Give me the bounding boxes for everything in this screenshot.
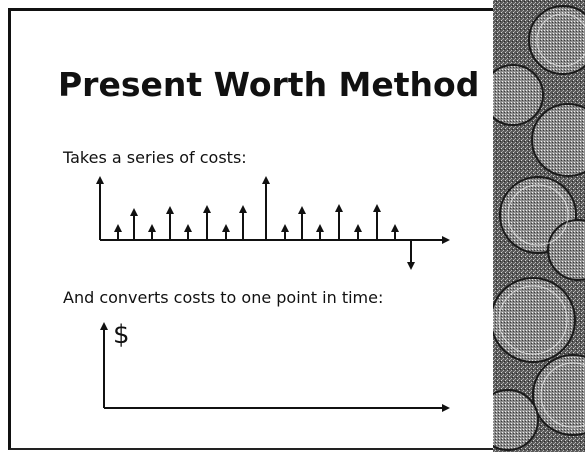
dollar-sign: $ — [113, 320, 130, 350]
